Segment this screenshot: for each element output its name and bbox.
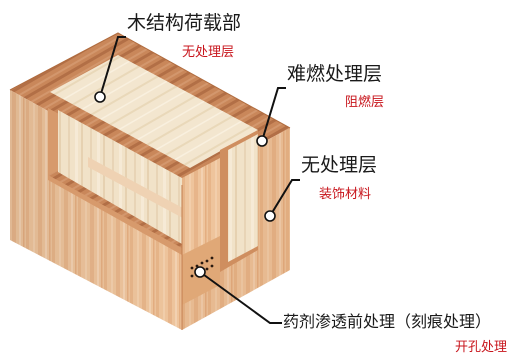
label-preservative-sub: 开孔处理 — [455, 340, 507, 355]
label-wood-structure: 木结构荷载部 无处理层 — [127, 12, 241, 60]
label-fire-retardant-sub: 阻燃层 — [345, 94, 384, 110]
leader-lines — [94, 36, 300, 324]
label-untreated-title: 无处理层 — [301, 154, 377, 176]
label-fire-retardant-title: 难燃处理层 — [287, 63, 382, 85]
label-preservative: 药剂渗透前处理（刻痕处理） 开孔处理 — [283, 312, 507, 355]
wood-block — [9, 32, 291, 330]
label-wood-structure-sub: 无处理层 — [182, 45, 234, 60]
label-untreated: 无处理层 装饰材料 — [301, 154, 377, 202]
label-untreated-sub: 装饰材料 — [319, 187, 371, 202]
label-preservative-title: 药剂渗透前处理（刻痕处理） — [283, 312, 491, 331]
label-fire-retardant: 难燃处理层 阻燃层 — [287, 63, 384, 110]
core-top-surface — [50, 55, 258, 168]
label-wood-structure-title: 木结构荷载部 — [127, 12, 241, 34]
